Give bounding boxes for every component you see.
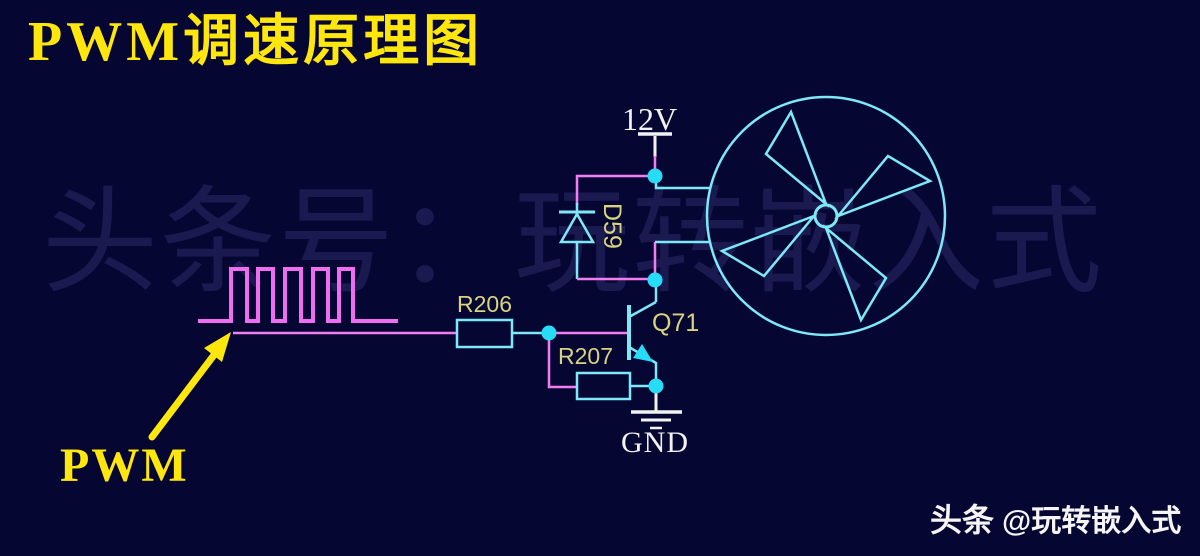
ground-label: GND (621, 426, 689, 459)
fan-outer-circle (705, 95, 947, 337)
fan-blade (719, 213, 819, 278)
diode-triangle (558, 211, 596, 244)
junction-dot (648, 378, 664, 394)
ground-symbol (631, 410, 682, 430)
junction-dot (647, 168, 663, 184)
arrow-head (204, 332, 231, 362)
branding: 头条@玩转嵌入式 (930, 501, 1181, 540)
transistor-emitter-arrow (633, 344, 653, 362)
supply-label: 12V (622, 101, 678, 137)
arrow-shaft (148, 351, 218, 441)
resistor-r206-label: R206 (457, 291, 512, 317)
fan-symbol (705, 95, 947, 337)
page-title: PWM调速原理图 (28, 11, 484, 73)
branding-platform: 头条 (930, 502, 995, 538)
callout-arrow (148, 332, 231, 441)
resistor-r207-body (575, 371, 632, 401)
junction-dot (541, 325, 557, 341)
junction-dot (647, 272, 663, 288)
transistor-collector-diagonal (628, 300, 657, 319)
motor-top-wire (654, 176, 710, 190)
fan-blade (764, 109, 829, 209)
branding-handle: @玩转嵌入式 (1002, 505, 1182, 538)
resistor-r207-label: R207 (558, 343, 613, 369)
r207-branch-wire (547, 333, 577, 389)
fan-hub (813, 203, 839, 229)
pwm-waveform (198, 267, 398, 323)
resistor-r206-body (455, 318, 514, 349)
diode-label: D59 (598, 203, 626, 249)
transistor-label: Q71 (652, 309, 700, 337)
fan-blade (823, 223, 888, 323)
fan-blade (833, 154, 933, 219)
pwm-signal-label: PWM (60, 439, 189, 492)
diode-top-wire (575, 174, 655, 205)
